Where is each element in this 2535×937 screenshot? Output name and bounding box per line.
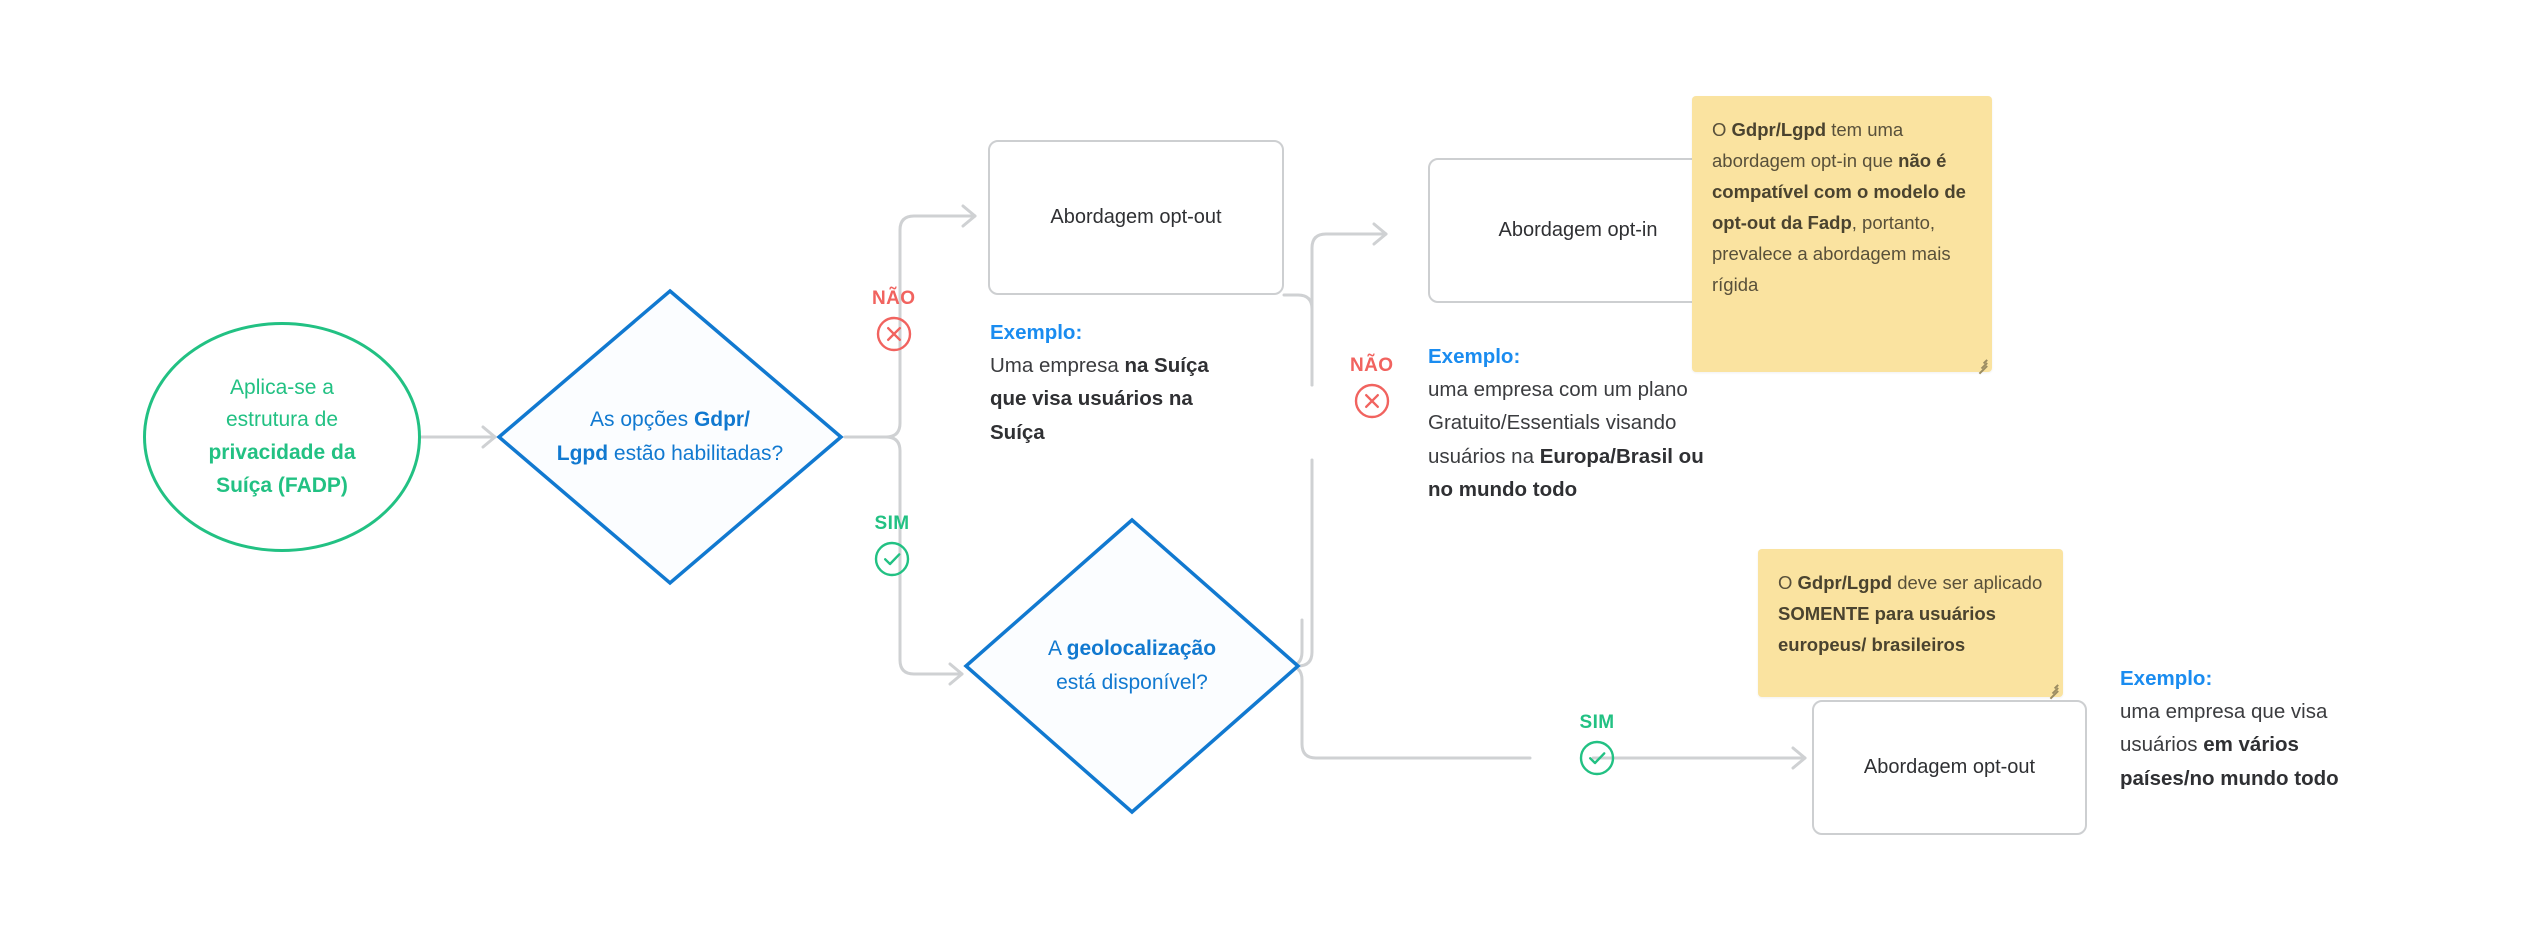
circle-x-icon bbox=[876, 316, 911, 352]
decision-node-gdpr-lgpd-enabled[interactable]: As opções Gdpr/Lgpd estão habilitadas? bbox=[495, 287, 845, 587]
example-body: Uma empresa na Suíça que visa usuários n… bbox=[990, 349, 1230, 449]
decision-diamond-shape bbox=[963, 517, 1301, 815]
connector-decision2-split-down bbox=[1286, 664, 1532, 760]
process-box-opt-out-bottom[interactable]: Abordagem opt-out bbox=[1812, 700, 2087, 835]
example-title: Exemplo: bbox=[1428, 345, 1521, 368]
example-title: Exemplo: bbox=[2120, 667, 2213, 690]
circle-check-icon bbox=[1579, 740, 1615, 776]
badge-label: NÃO bbox=[1350, 355, 1394, 376]
start-node-label: Aplica-se a estrutura de privacidade da … bbox=[182, 372, 381, 502]
decision-node-label: As opções Gdpr/Lgpd estão habilitadas? bbox=[495, 287, 845, 587]
badge-no-1: NÃO bbox=[872, 288, 915, 353]
start-line-4: Suíça (FADP) bbox=[216, 473, 348, 497]
process-box-opt-in[interactable]: Abordagem opt-in bbox=[1428, 158, 1728, 303]
sticky-note-opt-in-conflict[interactable]: O Gdpr/Lgpd tem uma abordagem opt-in que… bbox=[1692, 96, 1992, 374]
resize-handle-icon[interactable] bbox=[1975, 356, 1988, 374]
sticky-seg-3: tem uma abordagem opt-in que bbox=[1712, 119, 1904, 172]
sticky-seg-1: O bbox=[1712, 119, 1732, 140]
arrowhead-yes2-to-optout-bottom bbox=[1791, 746, 1807, 770]
sticky-seg-2-bold: Gdpr/Lgpd bbox=[1731, 119, 1827, 140]
arrowhead-start-to-decision1 bbox=[481, 425, 497, 449]
example-body: uma empresa que visa usuários em vários … bbox=[2120, 695, 2395, 795]
badge-no-2: NÃO bbox=[1350, 355, 1393, 420]
sticky-seg-5: , portanto, prevalece a abordagem mais r… bbox=[1712, 212, 1951, 296]
example-varios-paises: Exemplo: uma empresa que visa usuários e… bbox=[2120, 662, 2395, 795]
decision1-text-part4: estão habilitadas? bbox=[608, 442, 784, 465]
start-line-3: privacidade da bbox=[208, 441, 356, 464]
example-body: uma empresa com um plano Gratuito/Essent… bbox=[1428, 373, 1728, 506]
decision-diamond-shape bbox=[496, 288, 844, 586]
decision2-text-part3: está disponível? bbox=[1056, 671, 1208, 694]
start-line-1: Aplica-se a bbox=[230, 375, 334, 399]
process-box-label: Abordagem opt-out bbox=[1050, 206, 1222, 228]
example-text-bold: Europa/Brasil ou no mundo todo bbox=[1428, 444, 1704, 501]
badge-label: SIM bbox=[1579, 712, 1615, 733]
example-text-bold: na Suíça que visa usuários na Suíça bbox=[990, 354, 1209, 444]
process-box-opt-out-top[interactable]: Abordagem opt-out bbox=[988, 140, 1284, 295]
arrowhead-no1-to-optout bbox=[961, 204, 977, 228]
sticky-seg-4-bold: SOMENTE para usuários europeus/ brasilei… bbox=[1778, 603, 1996, 656]
connector-yes1-to-decision2 bbox=[898, 574, 964, 676]
decision2-text-part1: A bbox=[1047, 636, 1067, 660]
decision-node-label: A geolocalização está disponível? bbox=[962, 516, 1302, 816]
example-text-plain: Uma empresa bbox=[990, 354, 1125, 378]
sticky-note-text: O Gdpr/Lgpd deve ser aplicado SOMENTE pa… bbox=[1778, 572, 2042, 655]
sticky-seg-1: O bbox=[1778, 572, 1798, 593]
decision2-text-bold1: geolocalização bbox=[1066, 636, 1217, 660]
decision1-text-bold2: Lgpd bbox=[556, 442, 609, 465]
resize-handle-icon[interactable] bbox=[2046, 681, 2059, 699]
process-box-label: Abordagem opt-in bbox=[1498, 219, 1658, 241]
badge-yes-2: SIM bbox=[1578, 712, 1616, 777]
example-title: Exemplo: bbox=[990, 321, 1083, 344]
sticky-seg-4-bold: não é compatível com o modelo de opt-out… bbox=[1712, 150, 1966, 234]
decision1-text-part1: As opções bbox=[590, 407, 694, 431]
badge-label: SIM bbox=[874, 513, 910, 534]
sticky-seg-2-bold: Gdpr/Lgpd bbox=[1797, 572, 1893, 593]
arrowhead-yes1-to-decision2 bbox=[948, 662, 964, 686]
decision1-text-bold1: Gdpr/ bbox=[693, 407, 750, 431]
sticky-note-somente-eu-br[interactable]: O Gdpr/Lgpd deve ser aplicado SOMENTE pa… bbox=[1758, 549, 2063, 699]
badge-yes-1: SIM bbox=[873, 513, 911, 578]
circle-check-icon bbox=[874, 541, 910, 577]
example-text-plain: uma empresa que visa usuários bbox=[2120, 700, 2328, 757]
connector-optout-to-split2 bbox=[1282, 293, 1314, 387]
start-node-fadp[interactable]: Aplica-se a estrutura de privacidade da … bbox=[143, 322, 421, 552]
process-box-label: Abordagem opt-out bbox=[1863, 756, 2036, 778]
decision-node-geolocation-available[interactable]: A geolocalização está disponível? bbox=[962, 516, 1302, 816]
example-text-bold: em vários países/no mundo todo bbox=[2120, 733, 2339, 790]
sticky-seg-3: deve ser aplicado bbox=[1892, 572, 2043, 593]
start-line-2: estrutura de bbox=[225, 408, 339, 432]
badge-label: NÃO bbox=[872, 288, 916, 309]
sticky-note-text: O Gdpr/Lgpd tem uma abordagem opt-in que… bbox=[1712, 119, 1966, 295]
example-suica: Exemplo: Uma empresa na Suíça que visa u… bbox=[990, 316, 1230, 449]
arrowhead-no2-to-optin bbox=[1372, 222, 1388, 246]
example-europa-brasil: Exemplo: uma empresa com um plano Gratui… bbox=[1428, 340, 1728, 506]
circle-x-icon bbox=[1354, 383, 1389, 419]
example-text-plain: uma empresa com um plano Gratuito/Essent… bbox=[1428, 378, 1688, 468]
